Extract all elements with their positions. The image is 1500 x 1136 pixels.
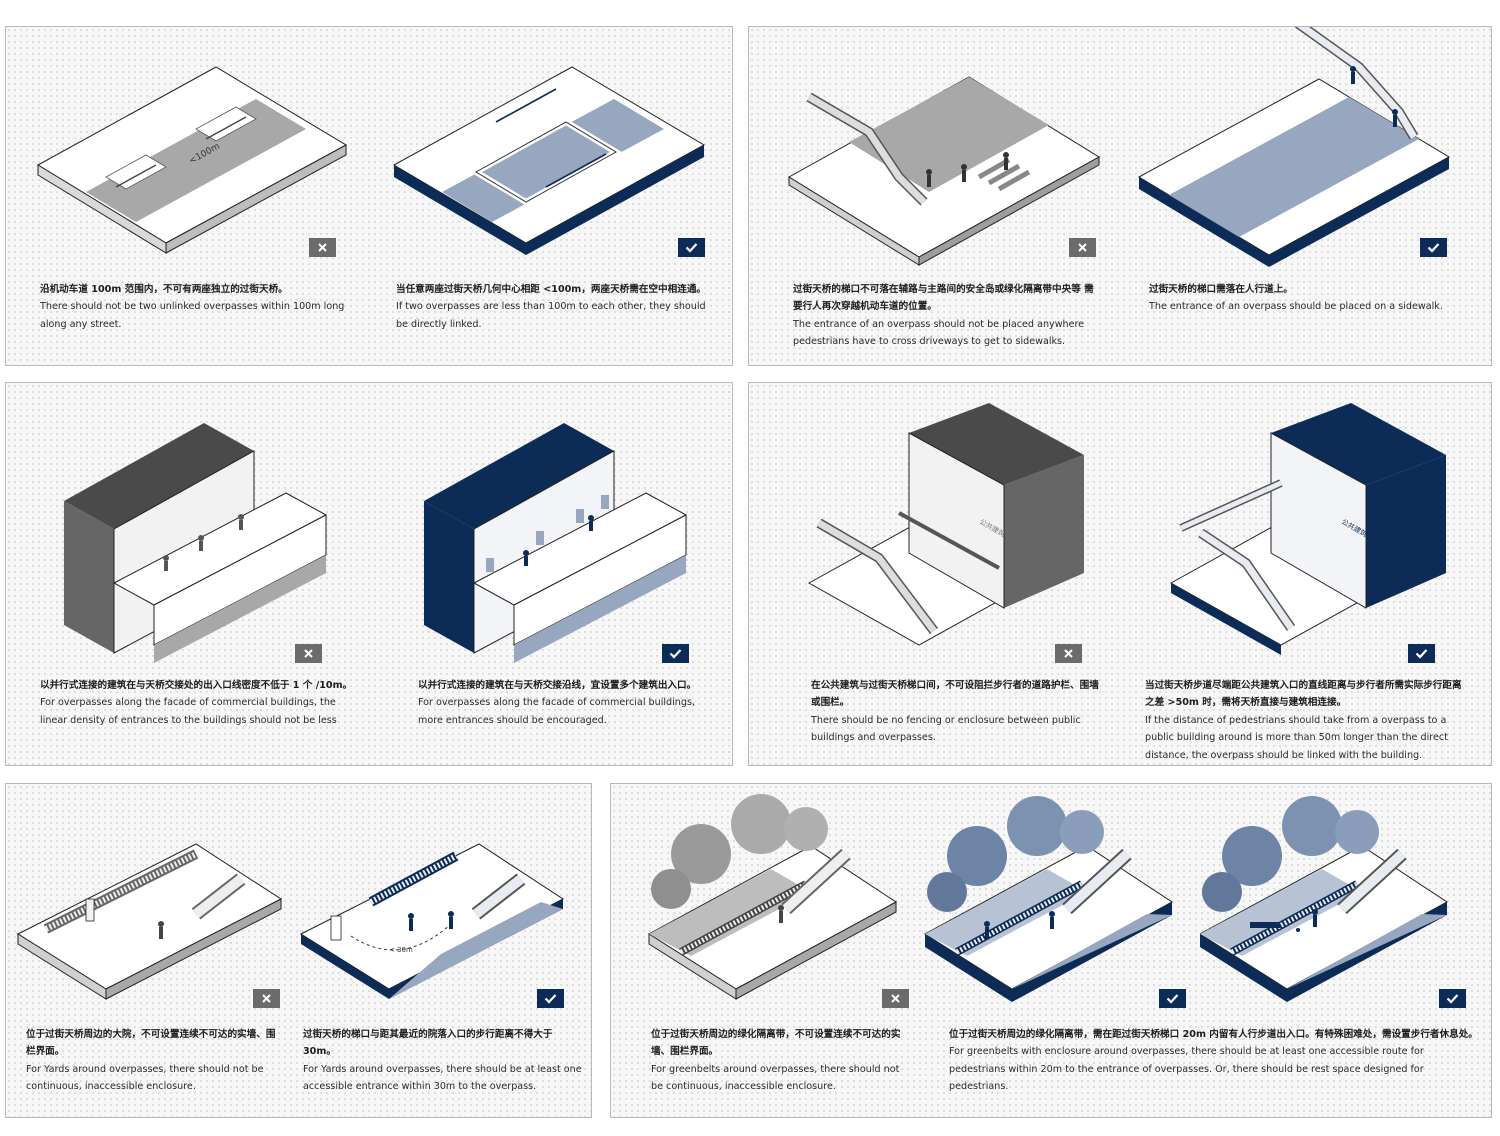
guideline-panel-overpass-spacing: <100m 沿机动车道 100m 范围内，不可有两座独立的过街天桥。 There… xyxy=(5,26,733,366)
caption: 位于过街天桥周边的大院，不可设置连续不可达的实墙、围栏界面。 For Yards… xyxy=(26,1026,278,1096)
caption: 以并行式连接的建筑在与天桥交接处的出入口线密度不低于 1 个 /10m。 For… xyxy=(40,677,356,729)
caption-english: For overpasses along the facade of comme… xyxy=(40,697,337,726)
caption: 位于过街天桥周边的绿化隔离带，不可设置连续不可达的实墙、围栏界面。 For gr… xyxy=(651,1026,903,1096)
incorrect-mark xyxy=(1069,238,1096,257)
caption: 沿机动车道 100m 范围内，不可有两座独立的过街天桥。 There shoul… xyxy=(40,281,355,333)
caption-english: For Yards around overpasses, there shoul… xyxy=(26,1063,264,1093)
caption: 当过街天桥步道尽端距公共建筑入口的直线距离与步行者所需实际步行距离之差 >50m… xyxy=(1145,677,1467,764)
illustration-yard-wall xyxy=(16,843,282,1000)
incorrect-mark xyxy=(1055,644,1082,663)
distance-label: < 30m xyxy=(389,946,413,954)
guideline-panel-facade-entrances: 以并行式连接的建筑在与天桥交接处的出入口线密度不低于 1 个 /10m。 For… xyxy=(5,382,733,766)
caption-english: There should be no fencing or enclosure … xyxy=(811,714,1081,744)
caption: 以并行式连接的建筑在与天桥交接沿线，宜设置多个建筑出入口。 For overpa… xyxy=(418,677,718,729)
guideline-panel-stair-landing: 过街天桥的梯口不可落在辅路与主路间的安全岛或绿化隔离带中央等 需要行人再次穿越机… xyxy=(748,26,1492,366)
guideline-panel-yard-enclosure: 位于过街天桥周边的大院，不可设置连续不可达的实墙、围栏界面。 For Yards… xyxy=(5,783,592,1118)
caption-english: There should not be two unlinked overpas… xyxy=(40,301,345,330)
diagram-cell-few-entrances: 以并行式连接的建筑在与天桥交接处的出入口线密度不低于 1 个 /10m。 For… xyxy=(6,383,376,767)
caption-chinese: 沿机动车道 100m 范围内，不可有两座独立的过街天桥。 xyxy=(40,284,288,295)
diagram-cell-yard-entrance: < 30m 过街天桥的梯口与距其最近的院落入口的步行距离不得大于 30m。 Fo… xyxy=(291,784,593,1119)
caption: 过街天桥的梯口与距其最近的院落入口的步行距离不得大于 30m。 For Yard… xyxy=(303,1026,583,1096)
caption-chinese: 当任意两座过街天桥几何中心相距 <100m，两座天桥需在空中相连通。 xyxy=(396,284,707,295)
caption: 过街天桥的梯口不可落在辅路与主路间的安全岛或绿化隔离带中央等 需要行人再次穿越机… xyxy=(793,281,1103,351)
correct-mark xyxy=(1420,238,1447,257)
caption-chinese: 当过街天桥步道尽端距公共建筑入口的直线距离与步行者所需实际步行距离之差 >50m… xyxy=(1145,680,1462,709)
caption-chinese: 过街天桥的梯口与距其最近的院落入口的步行距离不得大于 30m。 xyxy=(303,1029,553,1058)
check-icon xyxy=(1166,994,1179,1004)
correct-mark xyxy=(1408,644,1435,663)
correct-mark xyxy=(537,989,564,1008)
diagram-cell-greenbelt-route: 位于过街天桥周边的绿化隔离带，需在距过街天桥梯口 20m 内留有人行步道出入口。… xyxy=(907,784,1478,1119)
caption-english: For greenbelts around overpasses, there … xyxy=(651,1063,900,1093)
check-icon xyxy=(685,243,698,253)
diagram-cell-linked-building: 公共建筑 当过街天桥步道尽端距公共建筑入口的直线距离与步行者所需实际步行距离之差… xyxy=(1121,383,1493,767)
caption-english: If two overpasses are less than 100m to … xyxy=(396,301,706,330)
guideline-panel-public-building-link: 公共建筑 在公共建筑与过街天桥梯口间，不可设阻拦步行者的道路护栏、围墙或围栏。 … xyxy=(748,382,1492,766)
illustration-stair-on-median xyxy=(788,76,1100,266)
incorrect-mark xyxy=(882,989,909,1008)
diagram-cell-greenbelt-rest-space xyxy=(1200,784,1493,1119)
correct-mark xyxy=(662,644,689,663)
caption: 过街天桥的梯口需落在人行道上。 The entrance of an overp… xyxy=(1149,281,1479,316)
check-icon xyxy=(1415,649,1428,659)
check-icon xyxy=(1427,243,1440,253)
correct-mark xyxy=(1159,989,1186,1008)
cross-icon xyxy=(1078,243,1087,252)
cross-icon xyxy=(1064,649,1073,658)
correct-mark xyxy=(1439,989,1466,1008)
caption: 在公共建筑与过街天桥梯口间，不可设阻拦步行者的道路护栏、围墙或围栏。 There… xyxy=(811,677,1101,747)
check-icon xyxy=(669,649,682,659)
diagram-cell-stair-on-island: 过街天桥的梯口不可落在辅路与主路间的安全岛或绿化隔离带中央等 需要行人再次穿越机… xyxy=(749,27,1129,367)
caption-chinese: 位于过街天桥周边的绿化隔离带，不可设置连续不可达的实墙、围栏界面。 xyxy=(651,1029,901,1058)
caption-english: For Yards around overpasses, there shoul… xyxy=(303,1063,582,1093)
incorrect-mark xyxy=(309,238,336,257)
illustration-facade-few-entrances xyxy=(64,423,328,663)
cross-icon xyxy=(318,243,327,252)
caption-chinese: 以并行式连接的建筑在与天桥交接处的出入口线密度不低于 1 个 /10m。 xyxy=(40,680,353,691)
illustration-facade-many-entrances xyxy=(424,423,688,663)
illustration-greenbelt-route xyxy=(924,796,1173,1002)
caption: 当任意两座过街天桥几何中心相距 <100m，两座天桥需在空中相连通。 If tw… xyxy=(396,281,716,333)
guideline-panel-greenbelt: 位于过街天桥周边的绿化隔离带，不可设置连续不可达的实墙、围栏界面。 For gr… xyxy=(610,783,1492,1118)
diagram-cell-linked-overpasses: 当任意两座过街天桥几何中心相距 <100m，两座天桥需在空中相连通。 If tw… xyxy=(366,27,734,367)
caption-chinese: 过街天桥的梯口不可落在辅路与主路间的安全岛或绿化隔离带中央等 需要行人再次穿越机… xyxy=(793,284,1094,313)
illustration-greenbelt-rest-space xyxy=(1200,796,1448,1002)
illustration-stair-on-sidewalk xyxy=(1137,27,1451,267)
caption-english: The entrance of an overpass should be pl… xyxy=(1149,301,1443,313)
caption-chinese: 以并行式连接的建筑在与天桥交接沿线，宜设置多个建筑出入口。 xyxy=(418,680,697,691)
caption: 位于过街天桥周边的绿化隔离带，需在距过街天桥梯口 20m 内留有人行步道出入口。… xyxy=(949,1026,1479,1096)
incorrect-mark xyxy=(295,644,322,663)
diagram-cell-unlinked-overpasses: <100m 沿机动车道 100m 范围内，不可有两座独立的过街天桥。 There… xyxy=(6,27,366,367)
diagram-cell-continuous-wall: 位于过街天桥周边的大院，不可设置连续不可达的实墙、围栏界面。 For Yards… xyxy=(6,784,291,1119)
diagram-cell-fenced-building: 公共建筑 在公共建筑与过街天桥梯口间，不可设阻拦步行者的道路护栏、围墙或围栏。 … xyxy=(749,383,1121,767)
cross-icon xyxy=(304,649,313,658)
check-icon xyxy=(544,994,557,1004)
illustration-greenbelt-enclosed xyxy=(648,794,897,1000)
illustration-yard-entrance: < 30m xyxy=(299,843,564,999)
caption-english: For overpasses along the facade of comme… xyxy=(418,697,696,726)
cross-icon xyxy=(262,994,271,1003)
caption-english: The entrance of an overpass should not b… xyxy=(793,318,1085,348)
incorrect-mark xyxy=(253,989,280,1008)
illustration-fenced-building: 公共建筑 xyxy=(807,403,1084,646)
illustration-linked-building: 公共建筑 xyxy=(1169,403,1446,655)
illustration-two-overpasses: <100m xyxy=(37,66,348,254)
caption-chinese: 位于过街天桥周边的绿化隔离带，需在距过街天桥梯口 20m 内留有人行步道出入口。… xyxy=(949,1029,1478,1040)
diagram-cell-enclosed-greenbelt: 位于过街天桥周边的绿化隔离带，不可设置连续不可达的实墙、围栏界面。 For gr… xyxy=(611,784,909,1119)
caption-english: If the distance of pedestrians should ta… xyxy=(1145,714,1448,761)
cross-icon xyxy=(891,994,900,1003)
caption-chinese: 位于过街天桥周边的大院，不可设置连续不可达的实墙、围栏界面。 xyxy=(26,1029,276,1058)
caption-chinese: 在公共建筑与过街天桥梯口间，不可设阻拦步行者的道路护栏、围墙或围栏。 xyxy=(811,680,1099,709)
caption-english: For greenbelts with enclosure around ove… xyxy=(949,1046,1424,1093)
check-icon xyxy=(1446,994,1459,1004)
diagram-cell-stair-on-sidewalk: 过街天桥的梯口需落在人行道上。 The entrance of an overp… xyxy=(1129,27,1493,367)
correct-mark xyxy=(678,238,705,257)
diagram-cell-many-entrances: 以并行式连接的建筑在与天桥交接沿线，宜设置多个建筑出入口。 For overpa… xyxy=(376,383,734,767)
illustration-linked-overpasses xyxy=(392,66,706,255)
caption-chinese: 过街天桥的梯口需落在人行道上。 xyxy=(1149,284,1293,295)
